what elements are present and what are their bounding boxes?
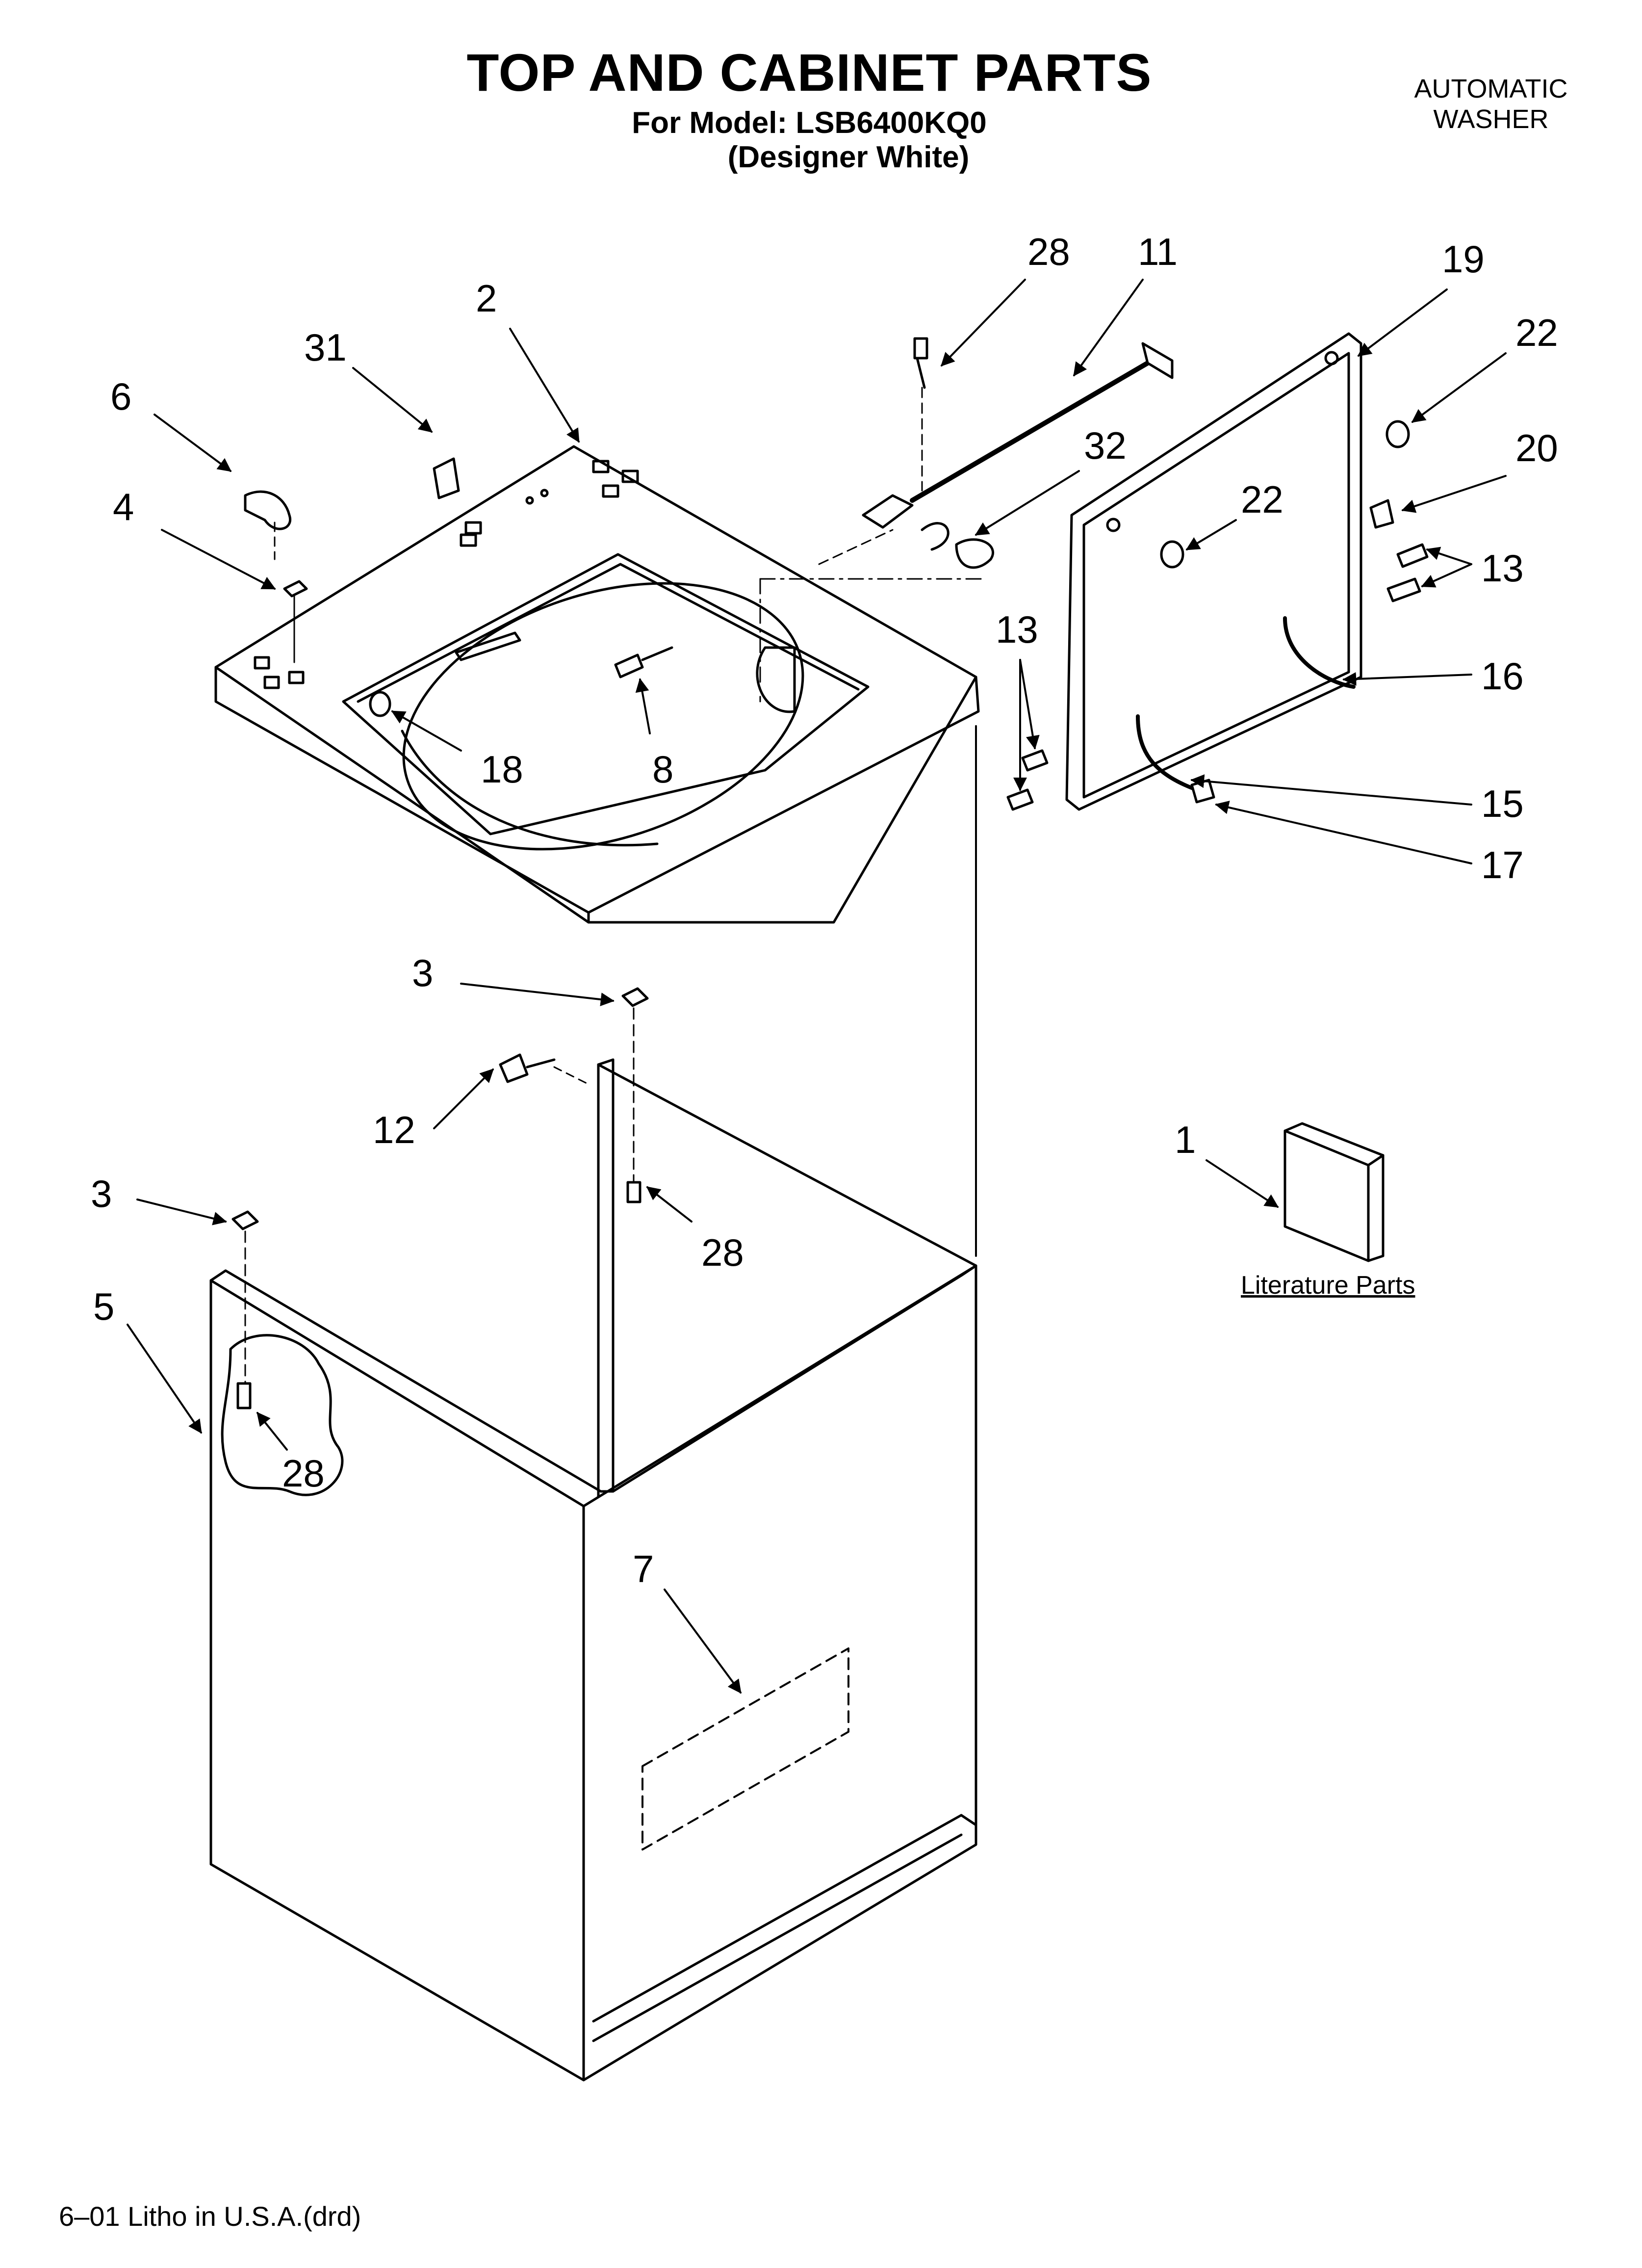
model-variant: (Designer White)	[727, 140, 970, 174]
callout-12: 12	[373, 1108, 415, 1151]
appliance-type: AUTOMATIC WASHER	[1363, 74, 1618, 134]
callout-2: 2	[476, 277, 497, 320]
callout-11: 11	[1138, 230, 1178, 273]
callout-13a: 13	[1481, 547, 1524, 590]
cabinet	[209, 1058, 977, 2082]
page-title: TOP AND CABINET PARTS	[466, 43, 1152, 102]
callout-7: 7	[633, 1547, 654, 1590]
callout-3a: 3	[412, 951, 433, 994]
literature-parts-booklet	[1283, 1122, 1385, 1262]
callout-20: 20	[1515, 426, 1558, 469]
callout-28c: 28	[282, 1452, 325, 1495]
callout-6: 6	[110, 375, 131, 418]
callout-22a: 22	[1515, 311, 1558, 354]
callout-16: 16	[1481, 654, 1524, 698]
callout-1: 1	[1175, 1118, 1196, 1161]
model-number: For Model: LSB6400KQ0	[632, 106, 987, 140]
callout-28b: 28	[701, 1231, 744, 1274]
callout-32: 32	[1084, 424, 1127, 467]
literature-parts-label: Literature Parts	[1241, 1271, 1415, 1300]
appliance-type-line1: AUTOMATIC	[1414, 74, 1568, 104]
console-backsplash	[1065, 332, 1362, 811]
callout-22b: 22	[1241, 478, 1283, 521]
callout-15: 15	[1481, 782, 1524, 825]
callout-8: 8	[652, 748, 673, 791]
callout-13b: 13	[996, 608, 1038, 651]
callout-4: 4	[113, 485, 134, 528]
callout-5: 5	[93, 1285, 114, 1328]
top-panel	[214, 445, 980, 924]
print-footer: 6–01 Litho in U.S.A.(drd)	[59, 2201, 361, 2232]
small-parts	[231, 337, 1429, 1851]
callout-31: 31	[304, 326, 347, 369]
callout-17: 17	[1481, 843, 1524, 886]
callout-18: 18	[481, 748, 523, 791]
callout-3b: 3	[91, 1172, 112, 1215]
callout-19: 19	[1442, 237, 1485, 281]
leader-lines	[127, 279, 1507, 1694]
callout-28a: 28	[1027, 230, 1070, 273]
callout-numbers: 28 11 19 2 31 6 4 32 22 20 22 13 13 16 1…	[91, 230, 1558, 1590]
appliance-type-line2: WASHER	[1433, 104, 1549, 134]
